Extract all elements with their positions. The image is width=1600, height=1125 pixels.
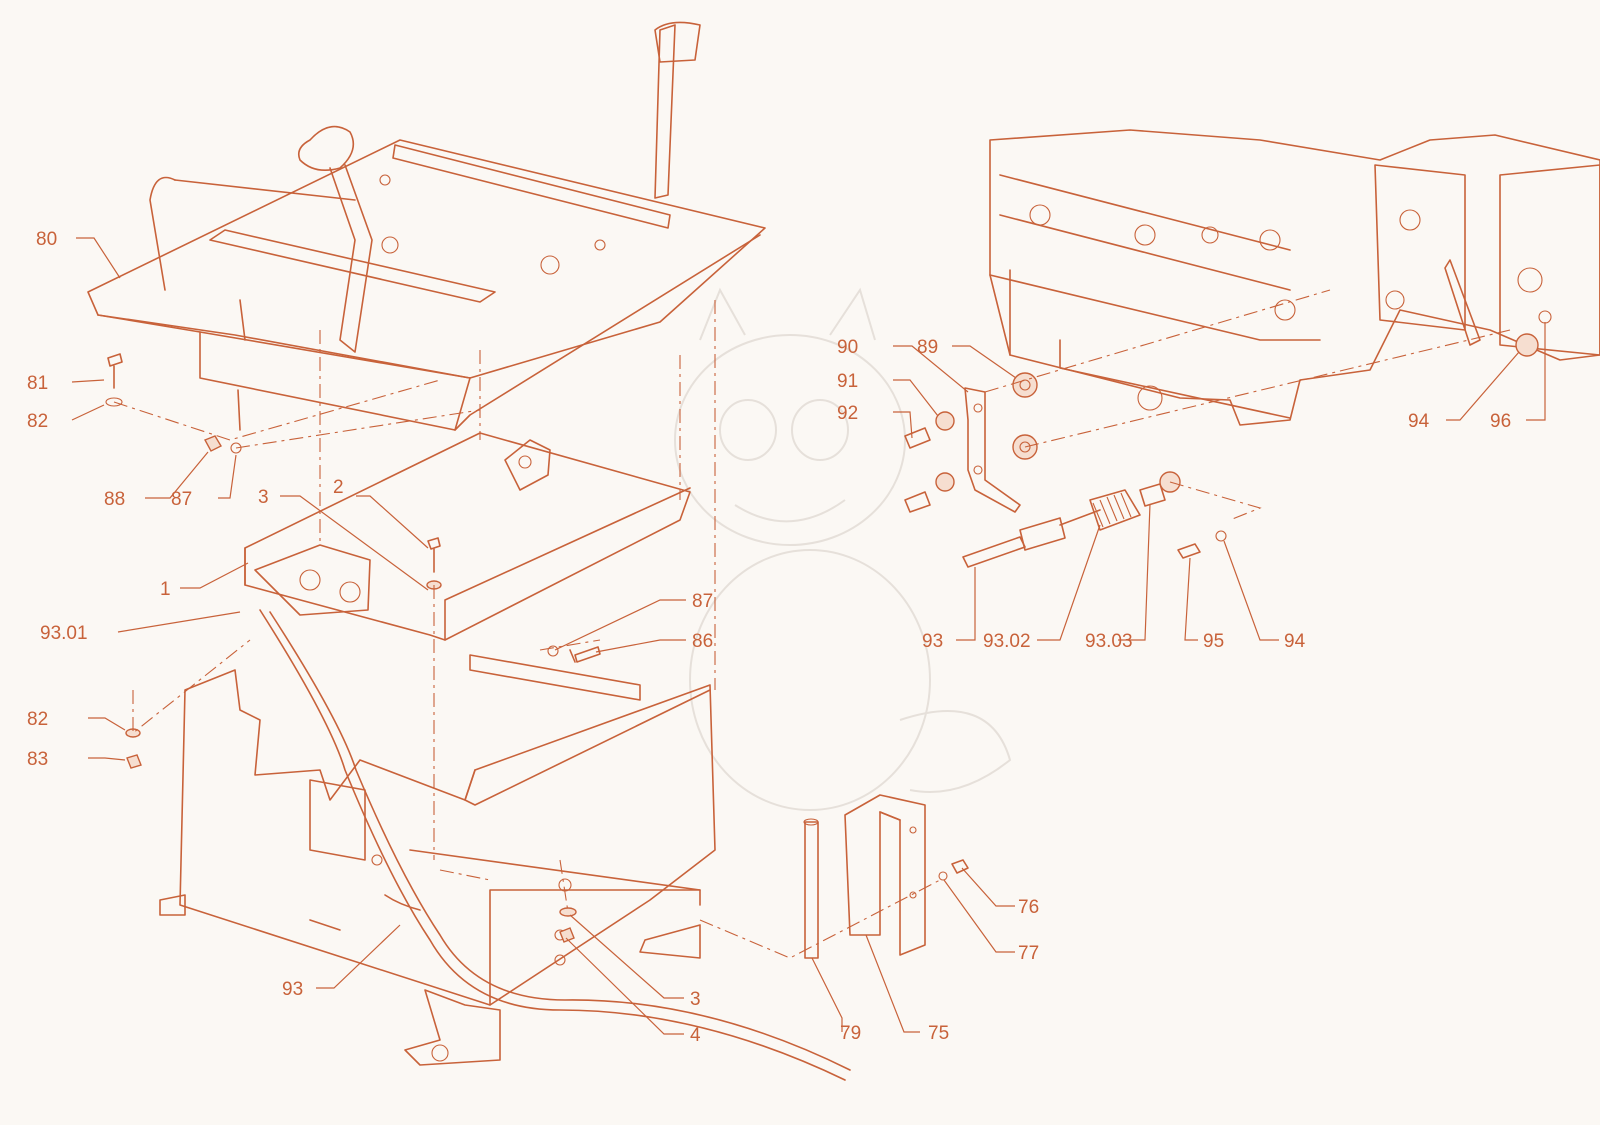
spacer-rod (803, 818, 819, 959)
fastener-88-87 (204, 435, 242, 454)
bracket-screw (938, 859, 969, 881)
fastener-3-4 (559, 907, 577, 943)
callout-76: 76 (1018, 897, 1039, 918)
mounting-bracket (844, 794, 926, 956)
base-frame (244, 432, 691, 641)
callout-3: 3 (690, 989, 701, 1010)
assembly-lines (113, 289, 1511, 959)
washer-91 (935, 411, 955, 492)
callout-1: 1 (160, 579, 171, 600)
callout-86: 86 (692, 631, 713, 652)
callout-88: 88 (104, 489, 125, 510)
callout-2: 2 (333, 477, 344, 498)
callout-93: 93 (922, 631, 943, 652)
callout-82: 82 (27, 411, 48, 432)
callout-93-01: 93.01 (40, 623, 88, 644)
callout-87: 87 (692, 591, 713, 612)
seat-mounting-plate (87, 21, 766, 431)
callout-87: 87 (171, 489, 192, 510)
callout-93-03: 93.03 (1085, 631, 1133, 652)
transmission-housing (989, 129, 1600, 426)
shift-cable-end (962, 471, 1181, 568)
watermark-mascot (674, 287, 1012, 811)
screw-95 (1177, 530, 1227, 559)
callout-77: 77 (1018, 943, 1039, 964)
leader-lines (71, 237, 1546, 1035)
callout-90: 90 (837, 337, 858, 358)
callout-3: 3 (258, 487, 269, 508)
callout-89: 89 (917, 337, 938, 358)
callout-92: 92 (837, 403, 858, 424)
callout-75: 75 (928, 1023, 949, 1044)
callout-94: 94 (1284, 631, 1306, 652)
callout-95: 95 (1203, 631, 1224, 652)
callout-82: 82 (27, 709, 48, 730)
callout-81: 81 (27, 373, 48, 394)
fastener-82-83 (125, 728, 142, 769)
callout-94: 94 (1408, 411, 1430, 432)
control-cable (259, 609, 851, 1081)
callout-93: 93 (282, 979, 303, 1000)
screw-92 (904, 427, 931, 513)
fastener-81-82 (105, 353, 123, 407)
callout-80: 80 (36, 229, 57, 250)
fastener-86-87 (547, 645, 601, 663)
callout-labels: 80 81 82 88 87 3 2 1 93.01 87 86 82 83 9… (27, 229, 1511, 1046)
callout-96: 96 (1490, 411, 1511, 432)
callout-79: 79 (840, 1023, 861, 1044)
callout-93-02: 93.02 (983, 631, 1031, 652)
lower-cabinet (159, 654, 716, 1066)
fastener-2-3 (426, 537, 442, 590)
callout-4: 4 (690, 1025, 701, 1046)
bushing-89 (1012, 372, 1038, 460)
callout-83: 83 (27, 749, 48, 770)
callout-91: 91 (837, 371, 858, 392)
shift-lever (964, 387, 1021, 513)
